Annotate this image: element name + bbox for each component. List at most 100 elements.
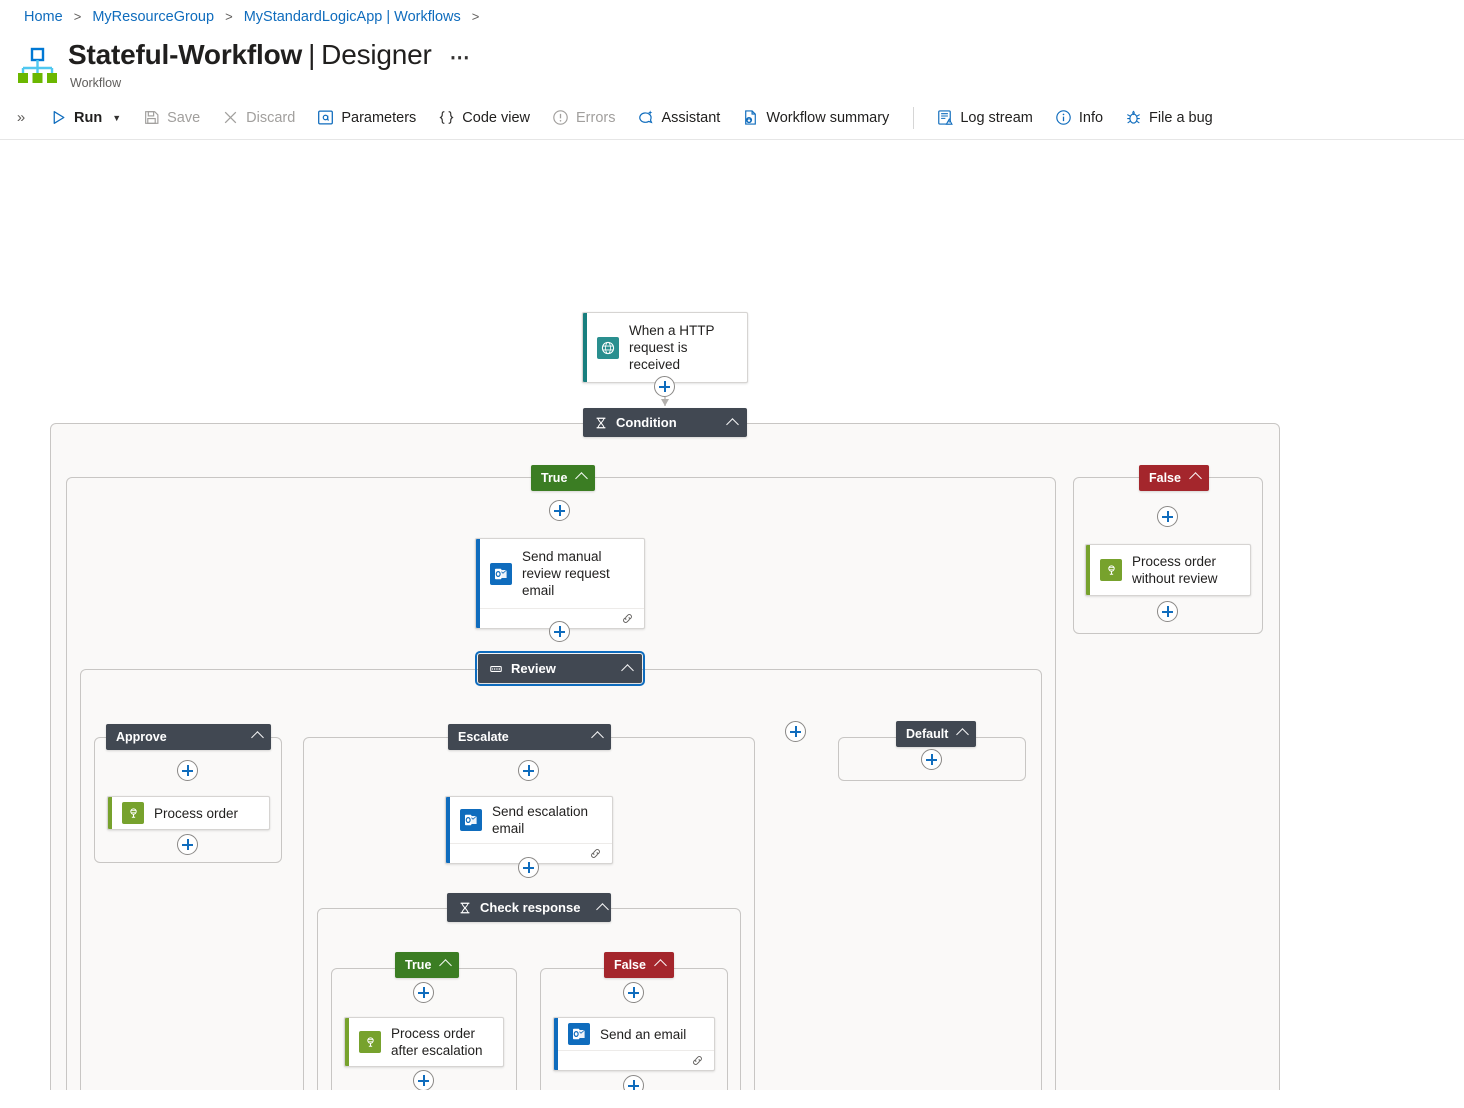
save-button[interactable]: Save (133, 104, 210, 131)
collapse-chevron-icon[interactable] (591, 731, 604, 744)
add-action-button-after-manual-review[interactable] (549, 621, 570, 642)
check-response-label: Check response (480, 900, 581, 915)
add-action-button-after-escalation-email[interactable] (518, 857, 539, 878)
add-action-button[interactable] (654, 376, 675, 397)
action-node-label: Process order (154, 805, 239, 821)
action-node-process-order-without-review[interactable]: Process order without review (1085, 544, 1251, 596)
collapse-chevron-icon[interactable] (575, 472, 589, 485)
node-accent-bar (476, 539, 480, 628)
add-action-button-true[interactable] (549, 500, 570, 521)
action-node-process-order[interactable]: Process order (107, 796, 270, 830)
inline-code-icon (122, 802, 144, 824)
collapse-chevron-icon[interactable] (726, 415, 739, 431)
toolbar-divider (913, 106, 915, 129)
branch-label-check-true[interactable]: True (395, 952, 460, 978)
action-node-process-order-after-escalation[interactable]: Process order after escalation (344, 1017, 504, 1067)
add-action-button-false-top[interactable] (1157, 506, 1178, 527)
document-download-icon (745, 110, 757, 125)
parameters-button[interactable]: Parameters (307, 104, 426, 131)
action-node-send-an-email[interactable]: Send an email (553, 1017, 715, 1071)
branch-label-check-true-text: True (405, 958, 432, 972)
page-title-section: Designer (321, 39, 432, 70)
collapse-chevron-icon[interactable] (1189, 472, 1202, 485)
add-action-button-approve-bottom[interactable] (177, 834, 198, 855)
discard-button-label: Discard (246, 109, 296, 126)
branch-label-true[interactable]: True (531, 465, 596, 491)
breadcrumb: Home > MyResourceGroup > MyStandardLogic… (0, 0, 1464, 32)
more-options-button[interactable]: ⋯ (449, 47, 472, 69)
add-action-button-check-false-bottom[interactable] (623, 1075, 644, 1090)
trigger-node-http-request[interactable]: When a HTTP request is received (582, 312, 748, 383)
add-action-button-escalate-top[interactable] (518, 760, 539, 781)
condition-scope-header-check-response[interactable]: Check response (447, 893, 611, 922)
info-button[interactable]: Info (1045, 104, 1113, 131)
workflow-summary-button[interactable]: Workflow summary (732, 104, 899, 131)
code-view-button-label: Code view (462, 109, 530, 126)
switch-case-label-approve[interactable]: Approve (106, 724, 271, 750)
file-a-bug-button[interactable]: File a bug (1115, 104, 1223, 131)
add-action-button-approve-top[interactable] (177, 760, 198, 781)
condition-icon (596, 417, 606, 428)
run-button[interactable]: Run ▼ (40, 104, 131, 131)
assistant-button[interactable]: Assistant (627, 104, 730, 131)
breadcrumb-item-home[interactable]: Home (24, 9, 63, 25)
collapse-chevron-icon[interactable] (654, 959, 667, 972)
errors-button[interactable]: Errors (542, 104, 625, 131)
add-action-button-check-false-top[interactable] (623, 982, 644, 1003)
connection-link-icon (623, 614, 632, 623)
collapse-chevron-icon[interactable] (621, 661, 634, 677)
switch-case-label-default[interactable]: Default (896, 721, 977, 747)
add-action-button-check-true-bottom[interactable] (413, 1070, 434, 1090)
add-action-button-default[interactable] (921, 749, 942, 770)
branch-label-false[interactable]: False (1139, 465, 1209, 491)
inline-code-icon (1100, 559, 1122, 581)
office365-outlook-icon (568, 1023, 590, 1045)
workflow-designer-canvas[interactable]: When a HTTP request is received Conditio… (0, 140, 1464, 1090)
collapse-chevron-icon[interactable] (956, 728, 970, 741)
page-title-separator: | (308, 39, 316, 70)
branch-label-true-text: True (541, 471, 568, 485)
collapse-chevron-icon[interactable] (596, 900, 610, 916)
action-node-label: Process order without review (1132, 554, 1218, 586)
breadcrumb-separator: > (225, 9, 233, 24)
code-view-button[interactable]: Code view (428, 104, 540, 131)
bug-icon (1127, 110, 1140, 124)
chevron-down-icon[interactable]: ▼ (112, 112, 122, 123)
switch-case-default-text: Default (906, 727, 949, 741)
action-node-send-escalation-email[interactable]: Send escalation email (445, 796, 613, 864)
close-icon (224, 111, 237, 124)
breadcrumb-item-logic-app[interactable]: MyStandardLogicApp | Workflows (243, 9, 461, 25)
condition-icon (460, 902, 470, 913)
info-button-label: Info (1078, 109, 1104, 126)
node-accent-bar (554, 1018, 558, 1070)
play-icon (53, 111, 65, 124)
add-switch-case-button[interactable] (785, 721, 806, 742)
collapse-chevron-icon[interactable] (251, 731, 264, 744)
switch-case-approve-text: Approve (116, 730, 167, 744)
info-circle-icon (1056, 110, 1071, 125)
office365-outlook-icon (460, 809, 482, 831)
breadcrumb-item-resource-group[interactable]: MyResourceGroup (92, 9, 215, 25)
action-node-label: Process order after escalation (391, 1026, 483, 1058)
office365-outlook-icon (490, 562, 512, 585)
collapse-chevron-icon[interactable] (439, 959, 453, 972)
log-stream-icon (938, 110, 954, 125)
action-node-label: Send an email (600, 1026, 687, 1042)
switch-case-label-escalate[interactable]: Escalate (448, 724, 611, 750)
add-action-button-check-true-top[interactable] (413, 982, 434, 1003)
add-action-button-false-bottom[interactable] (1157, 601, 1178, 622)
branch-label-check-false-text: False (614, 958, 646, 972)
switch-scope-header-review[interactable]: Review (475, 651, 645, 686)
page-title: Stateful-Workflow | Designer ⋯ (68, 38, 472, 75)
node-footer (476, 608, 644, 628)
branch-label-check-false[interactable]: False (604, 952, 674, 978)
expand-sidebar-button[interactable]: » (16, 109, 26, 126)
run-button-label: Run (74, 109, 103, 126)
condition-scope-header[interactable]: Condition (583, 408, 747, 437)
trigger-node-label: When a HTTP request is received (629, 323, 715, 372)
curly-braces-icon (439, 111, 454, 124)
log-stream-button[interactable]: Log stream (926, 104, 1043, 131)
action-node-send-manual-review[interactable]: Send manual review request email (475, 538, 645, 629)
switch-scope-label: Review (511, 661, 556, 676)
discard-button[interactable]: Discard (212, 104, 305, 131)
